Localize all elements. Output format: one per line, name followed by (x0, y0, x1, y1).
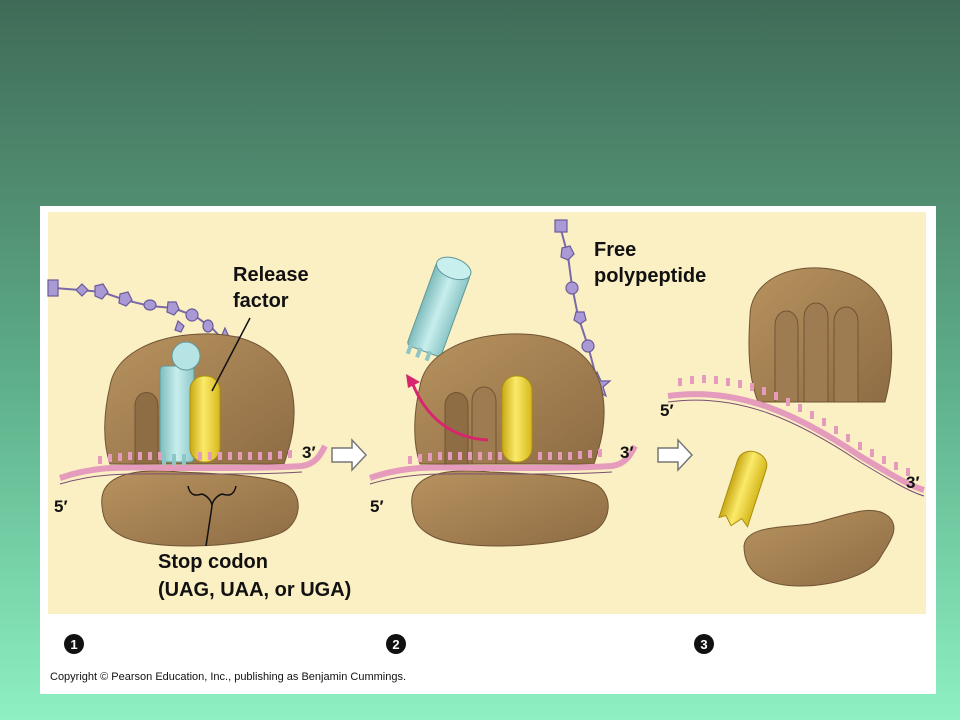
step-marker-2: 2 (386, 634, 406, 654)
stop-codon-label-line1: Stop codon (158, 551, 268, 573)
release-factor-label-line2: factor (233, 290, 289, 312)
step-arrow-2 (657, 438, 694, 472)
mrna-1 (59, 444, 328, 485)
three-prime-label-2: 3′ (620, 443, 634, 462)
free-polypeptide-label-line1: Free (594, 239, 636, 261)
ribosome-small-subunit-1 (101, 470, 299, 547)
three-prime-label-3: 3′ (906, 473, 920, 492)
free-polypeptide-label-line2: polypeptide (594, 265, 706, 287)
five-prime-label-2: 5′ (370, 497, 384, 516)
mrna-2 (369, 444, 638, 485)
released-trna-2 (405, 256, 472, 362)
panel-3: 5′ 3′ (660, 267, 925, 587)
copyright-text: Copyright © Pearson Education, Inc., pub… (50, 671, 406, 683)
release-factor-3 (718, 450, 768, 528)
step-number-3: 3 (700, 637, 707, 652)
trna-1 (159, 341, 201, 466)
detached-small-subunit (743, 509, 895, 587)
five-prime-label-3: 5′ (660, 401, 674, 420)
release-factor-2 (501, 375, 533, 463)
release-factor-1 (189, 375, 221, 463)
mrna-3 (667, 375, 925, 497)
panel-1: Release factor Stop codon (UAG, UAA, or … (47, 264, 351, 601)
step-arrow-1 (331, 438, 368, 472)
translation-termination-figure: Release factor Stop codon (UAG, UAA, or … (40, 206, 936, 694)
release-arrow (410, 381, 489, 442)
release-factor-label-line1: Release (233, 264, 309, 286)
stop-codon-label-line2: (UAG, UAA, or UGA) (158, 579, 351, 601)
step-marker-3: 3 (694, 634, 714, 654)
panel-2: Free polypeptide 3′ 5′ (369, 219, 706, 547)
step-number-1: 1 (70, 637, 77, 652)
ribosome-small-subunit-2 (411, 470, 609, 547)
step-number-2: 2 (392, 637, 399, 652)
three-prime-label-1: 3′ (302, 443, 316, 462)
five-prime-label-1: 5′ (54, 497, 68, 516)
step-marker-1: 1 (64, 634, 84, 654)
